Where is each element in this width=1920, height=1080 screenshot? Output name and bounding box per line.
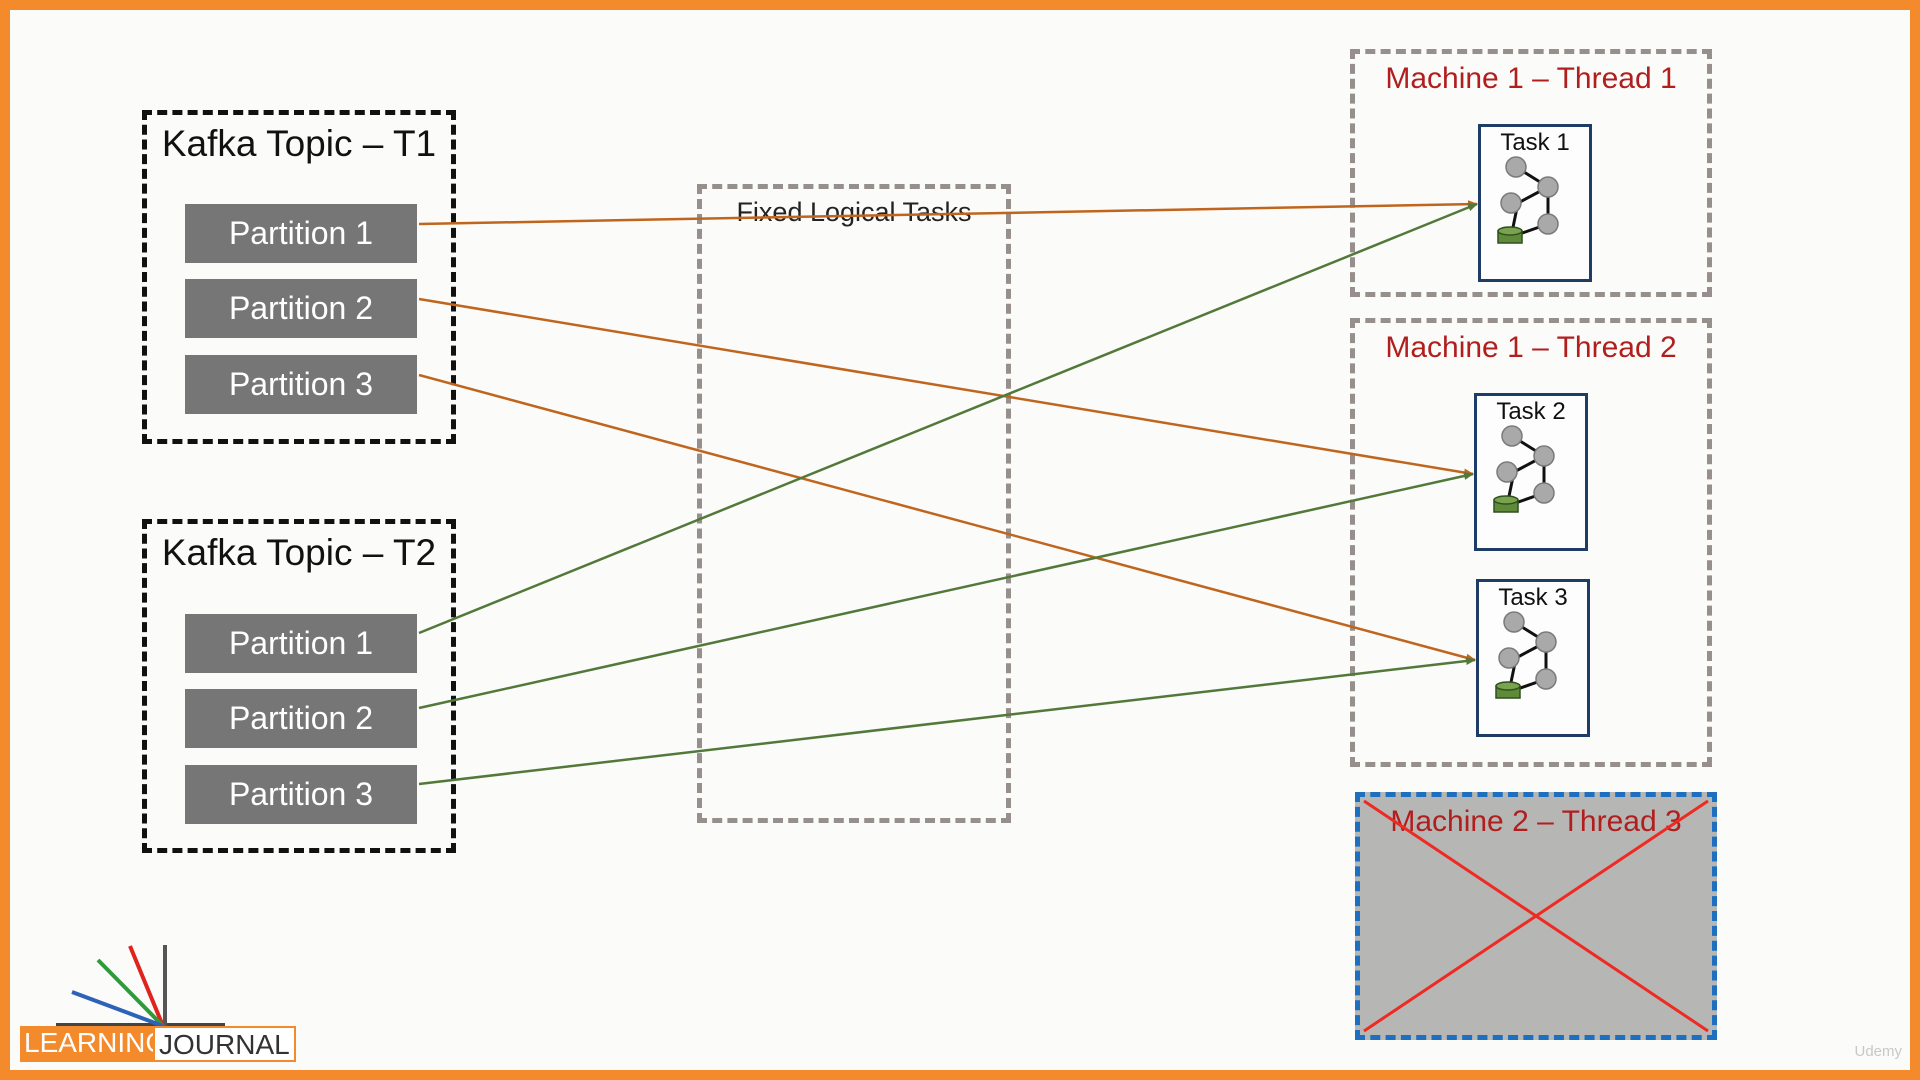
logo-text-learning: LEARNING [20,1026,172,1062]
task-label: Task 1 [1500,129,1570,156]
logo-ray-green [96,958,165,1028]
state-store-cylinder-top [1495,681,1521,691]
processor-topology-icon [1495,611,1557,699]
topic-title: Kafka Topic – T2 [161,532,437,573]
t2-partition-2: Partition 2 [185,689,417,748]
t2-partition-1: Partition 1 [185,614,417,673]
topology-node [1501,425,1523,447]
task-2: Task 2 [1474,393,1588,551]
task-label: Task 3 [1498,584,1568,611]
topology-node [1533,445,1555,467]
learning-journal-logo-icon [56,945,225,1029]
topology-node [1537,213,1559,235]
t1-partition-2: Partition 2 [185,279,417,338]
topic-title: Kafka Topic – T1 [161,123,437,164]
kafka-topic-t1: Kafka Topic – T1 Partition 1 Partition 2… [142,110,456,444]
fixed-logical-tasks-box: Fixed Logical Tasks [697,184,1011,823]
t1-partition-1: Partition 1 [185,204,417,263]
cross-line [1363,799,1709,1033]
topology-node [1535,631,1557,653]
kafka-topic-t2: Kafka Topic – T2 Partition 1 Partition 2… [142,519,456,853]
topology-node [1537,176,1559,198]
udemy-watermark: Udemy [1854,1043,1902,1060]
machine-2-thread-3-failed: Machine 2 – Thread 3 [1355,792,1717,1040]
logo-text-journal: JOURNAL [153,1026,296,1062]
task-1: Task 1 [1478,124,1592,282]
failed-cross-icon [1363,799,1709,1033]
topology-node [1535,668,1557,690]
t2-partition-3: Partition 3 [185,765,417,824]
topology-node [1505,156,1527,178]
state-store-cylinder-top [1493,495,1519,505]
diagram-slide: Kafka Topic – T1 Partition 1 Partition 2… [10,10,1910,1070]
processor-topology-icon [1493,425,1555,513]
machine-title: Machine 1 – Thread 1 [1385,62,1677,95]
state-store-cylinder-top [1497,226,1523,236]
machine-title: Machine 2 – Thread 3 [1390,805,1682,838]
processor-topology-icon [1497,156,1559,244]
fixed-logical-tasks-title: Fixed Logical Tasks [736,197,972,227]
task-3: Task 3 [1476,579,1590,737]
t1-partition-3: Partition 3 [185,355,417,414]
topology-node [1498,647,1520,669]
topology-node [1500,192,1522,214]
logo-ray-blue [71,990,164,1028]
topology-node [1496,461,1518,483]
task-label: Task 2 [1496,398,1566,425]
machine-1-thread-1: Machine 1 – Thread 1 Task 1 [1350,49,1712,297]
logo-ray-red [128,945,165,1027]
machine-1-thread-2: Machine 1 – Thread 2 Task 2 Task 3 [1350,318,1712,767]
machine-title: Machine 1 – Thread 2 [1385,331,1677,364]
topology-node [1503,611,1525,633]
topology-node [1533,482,1555,504]
